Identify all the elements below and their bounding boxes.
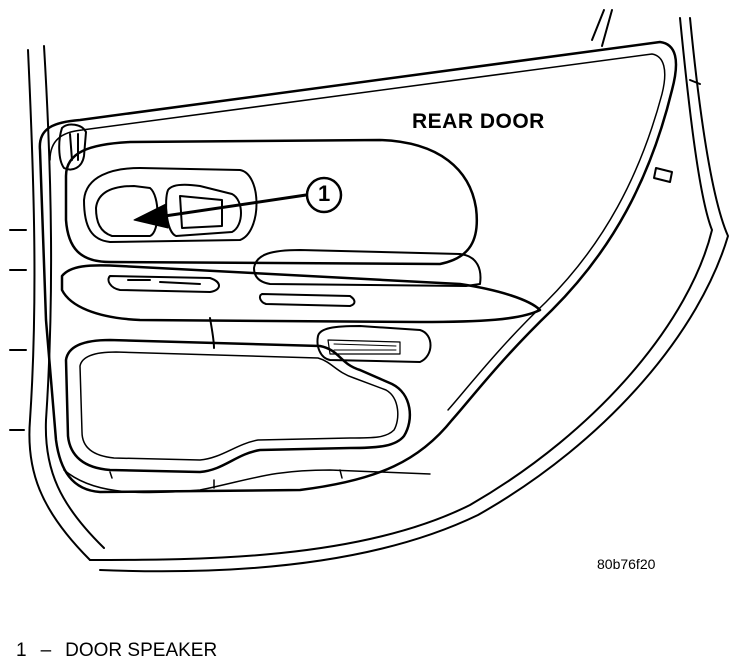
view-title: REAR DOOR	[412, 110, 545, 133]
legend-number: 1	[16, 640, 27, 661]
callout-1	[133, 176, 343, 229]
legend-label: DOOR SPEAKER	[65, 640, 218, 661]
door-frame	[9, 9, 729, 573]
figure-code: 80b76f20	[597, 556, 656, 572]
armrest	[60, 249, 542, 363]
leader-arrowhead	[133, 203, 169, 229]
speaker-pocket	[63, 338, 431, 494]
rear-door-illustration	[9, 9, 729, 573]
legend: 1–DOOR SPEAKER	[16, 640, 217, 662]
callout-number: 1	[318, 181, 331, 206]
upper-trim	[58, 123, 479, 266]
leader-line	[156, 193, 308, 219]
door-panel	[38, 40, 678, 494]
legend-separator: –	[40, 640, 52, 661]
